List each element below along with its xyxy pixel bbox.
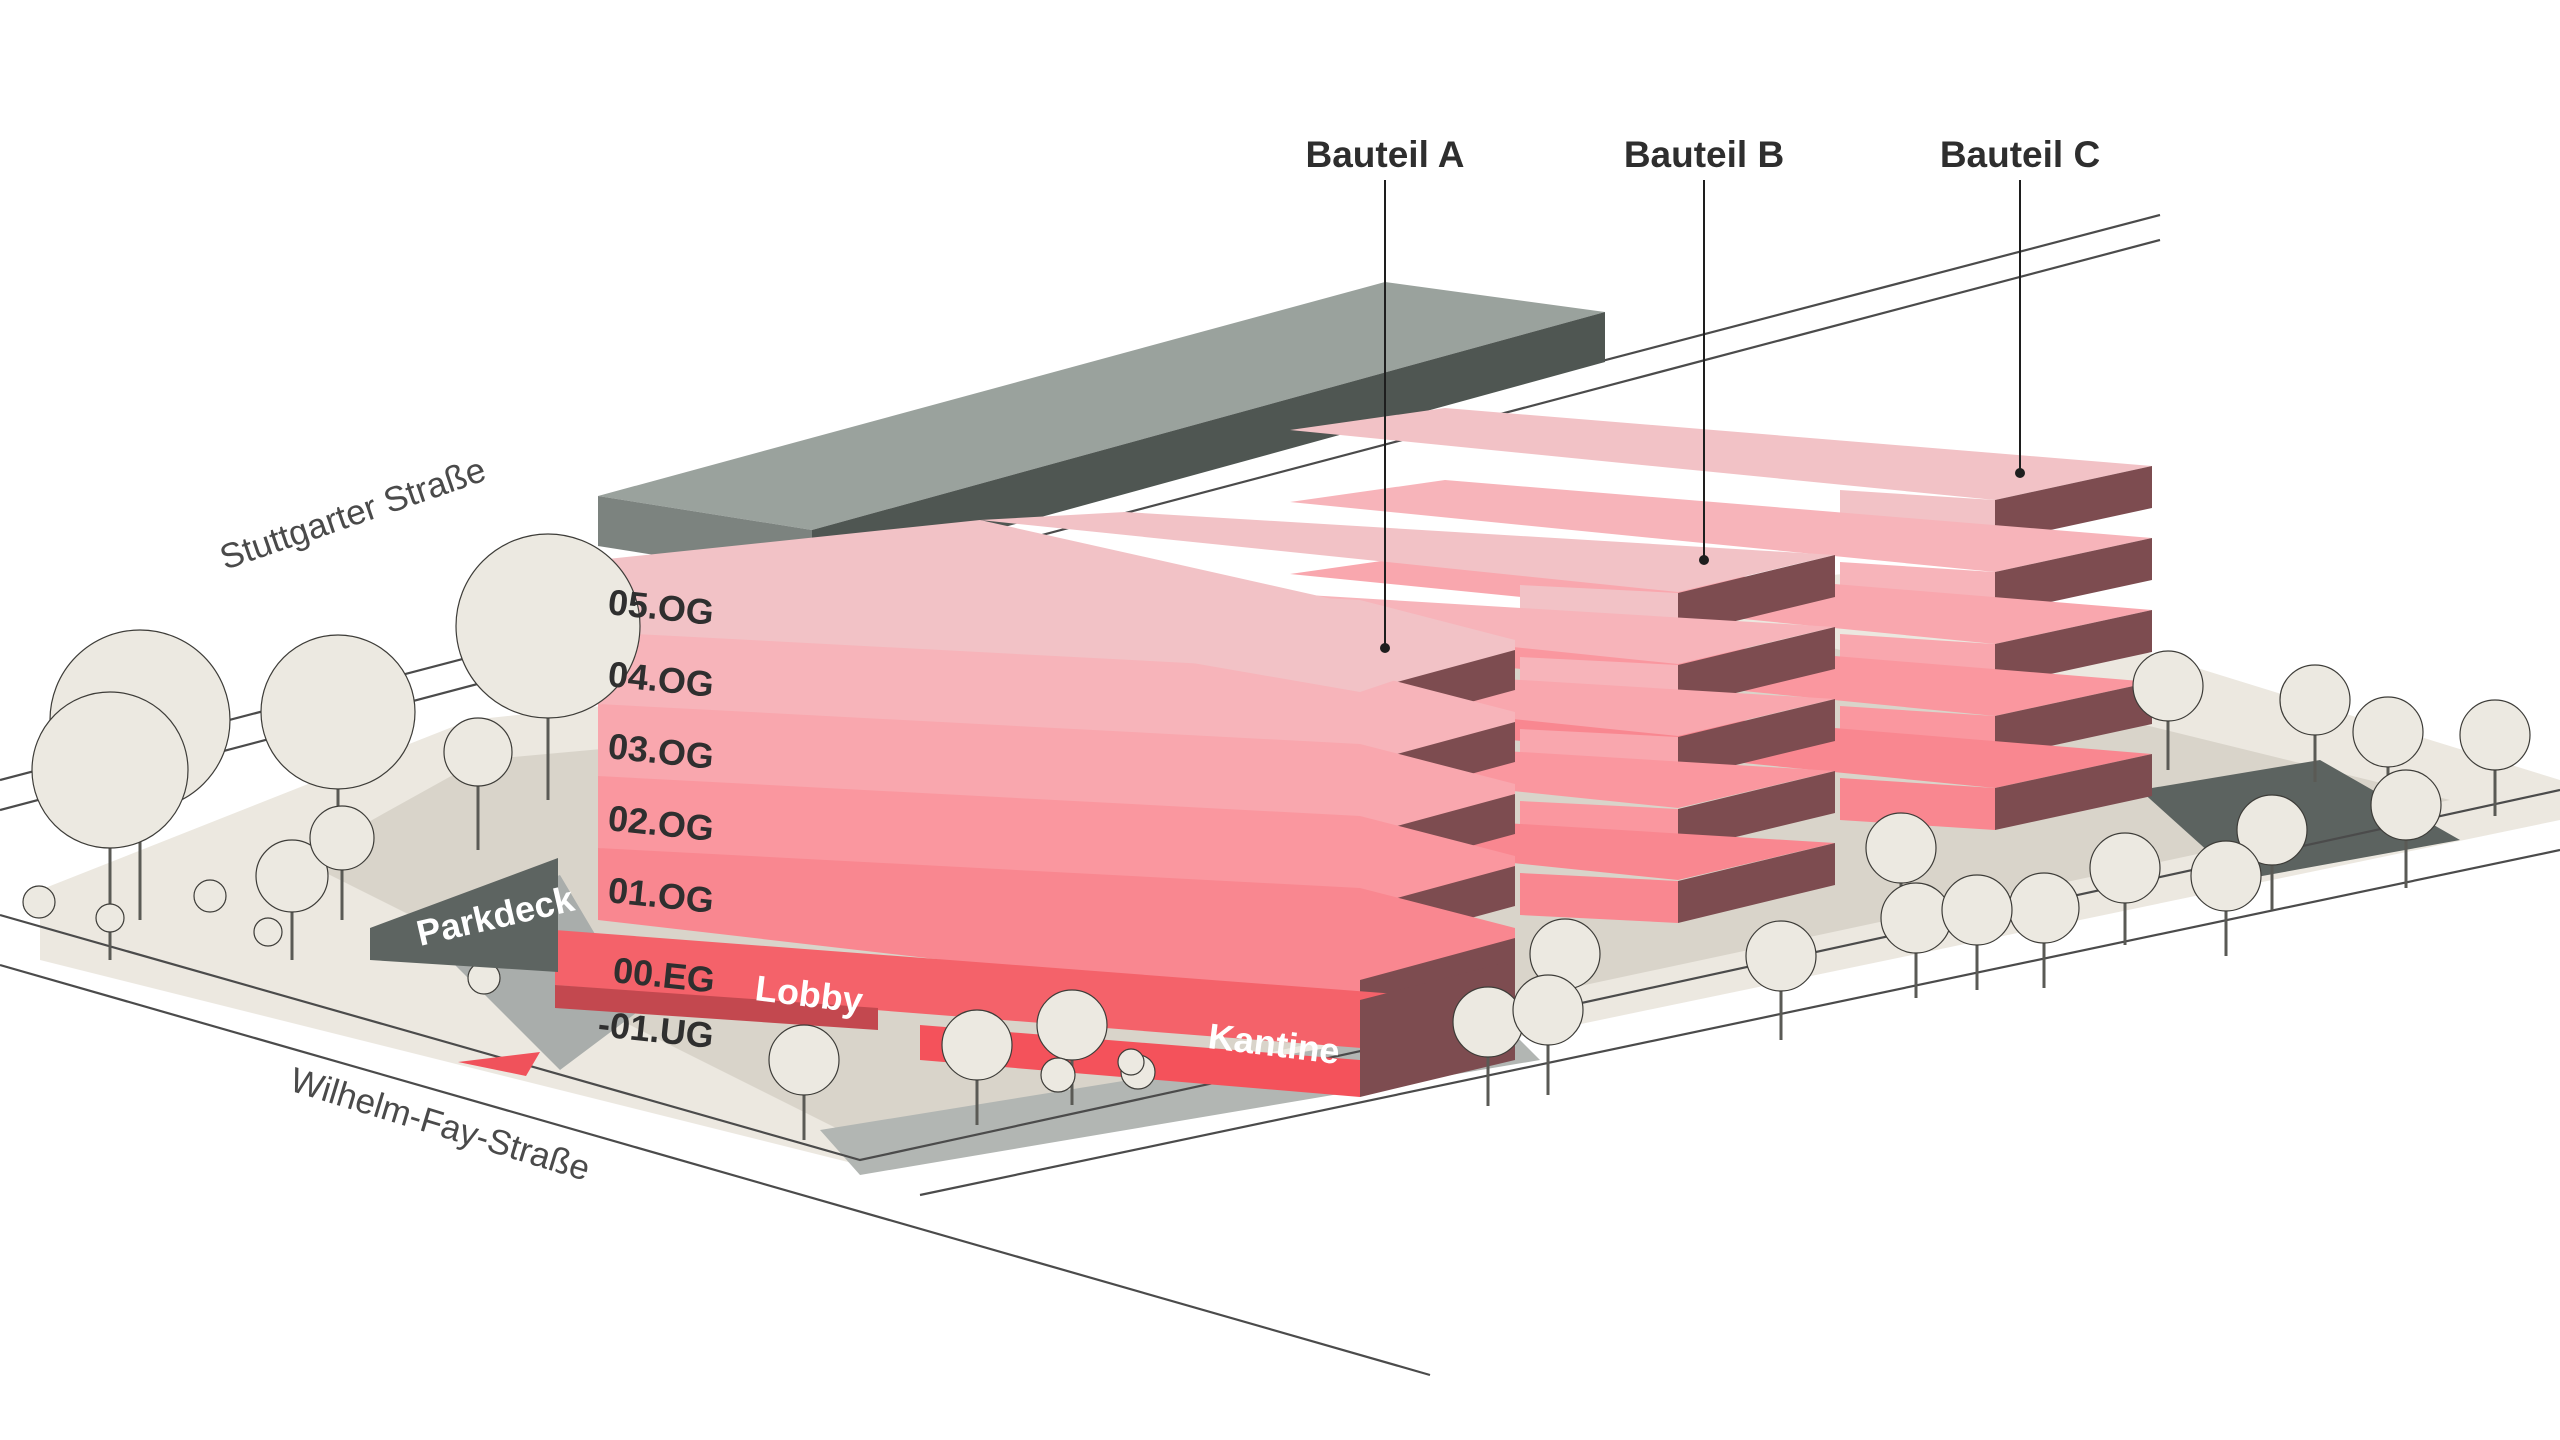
tree-crown bbox=[260, 634, 416, 790]
tree-crown bbox=[2132, 650, 2204, 722]
tree-crown bbox=[443, 717, 513, 787]
wing-b-floor-end bbox=[1678, 699, 1835, 779]
tree-crown bbox=[2236, 794, 2308, 866]
wing-a-floor-band bbox=[598, 848, 1515, 1008]
wing-a-roof bbox=[598, 520, 1515, 692]
ground-floor-band bbox=[555, 930, 1515, 1060]
leader-dot-a bbox=[1380, 643, 1390, 653]
part-labels: Bauteil A Bauteil B Bauteil C bbox=[1306, 134, 2100, 653]
wing-c-floor-top bbox=[1290, 408, 2152, 500]
entrance-arrow bbox=[458, 1052, 540, 1076]
wing-c-floor-end bbox=[1995, 466, 2152, 542]
tree-crown bbox=[2089, 832, 2161, 904]
tree-crown bbox=[255, 839, 329, 913]
wing-c-floor-top bbox=[1290, 480, 2152, 572]
tree-crown bbox=[1880, 882, 1952, 954]
tree-crown bbox=[2459, 699, 2531, 771]
wing-c-floor-end bbox=[1995, 538, 2152, 614]
tree-crown bbox=[1745, 920, 1817, 992]
shrub bbox=[1040, 1057, 1076, 1093]
wing-b-floor-end bbox=[1678, 843, 1835, 923]
tree-crown bbox=[2352, 696, 2424, 768]
tree-crown bbox=[941, 1009, 1013, 1081]
floor-labels: 05.OG 04.OG 03.OG 02.OG 01.OG 00.EG -01.… bbox=[596, 581, 717, 1056]
tree-crown bbox=[2279, 664, 2351, 736]
shrub bbox=[22, 885, 56, 919]
wing-b-floor-end bbox=[1678, 555, 1835, 635]
tree-crown bbox=[2190, 840, 2262, 912]
shrub bbox=[193, 879, 227, 913]
label-bauteil-a: Bauteil A bbox=[1306, 134, 1465, 175]
tree-crown bbox=[1865, 812, 1937, 884]
parkdeck-deck bbox=[370, 858, 558, 972]
tree-crown bbox=[1512, 974, 1584, 1046]
wing-b-floor-end bbox=[1678, 627, 1835, 707]
shrub bbox=[95, 903, 125, 933]
wing-c-floor-side bbox=[1840, 778, 1995, 830]
lobby-shadow bbox=[555, 985, 878, 1030]
tree-crown bbox=[455, 533, 641, 719]
tree-crown bbox=[2370, 769, 2442, 841]
wing-b-floor-top bbox=[980, 512, 1835, 592]
label-bauteil-b: Bauteil B bbox=[1624, 134, 1784, 175]
tree-crown bbox=[1452, 986, 1524, 1058]
tree-crown bbox=[309, 805, 375, 871]
shrub bbox=[1117, 1048, 1145, 1076]
building-volume bbox=[555, 408, 2152, 1097]
wing-b-floor-end bbox=[1678, 771, 1835, 851]
tree-crown bbox=[2008, 872, 2080, 944]
tree-crown bbox=[1941, 874, 2013, 946]
leader-dot-c bbox=[2015, 468, 2025, 478]
tree-crown bbox=[768, 1024, 840, 1096]
tree-crown bbox=[1036, 989, 1108, 1061]
label-bauteil-c: Bauteil C bbox=[1940, 134, 2100, 175]
wing-b-floor-side bbox=[1520, 873, 1678, 923]
trees bbox=[22, 533, 2531, 1140]
wing-c-floor-end bbox=[1995, 610, 2152, 686]
wing-c-floor-end bbox=[1995, 754, 2152, 830]
wing-c-floor-end bbox=[1995, 682, 2152, 758]
tree-crown bbox=[31, 691, 189, 849]
street-label-stuttgarter: Stuttgarter Straße bbox=[215, 450, 491, 577]
shrub bbox=[253, 917, 283, 947]
leader-dot-b bbox=[1699, 555, 1709, 565]
